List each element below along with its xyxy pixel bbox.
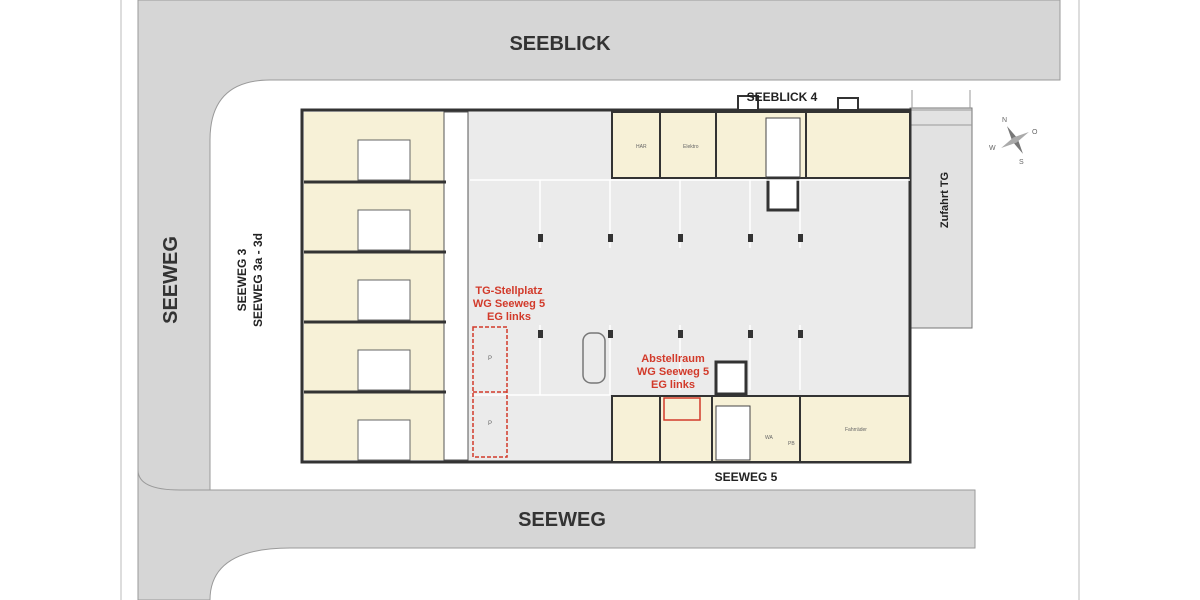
compass-w: W [989, 145, 996, 152]
address-seeweg-3a-3d: SEEWEG 3a - 3d [251, 233, 265, 327]
parking-note-line1: TG-Stellplatz [475, 285, 543, 297]
address-seeweg-3: SEEWEG 3 [235, 248, 249, 311]
road-label-seeweg-west: SEEWEG [160, 236, 182, 324]
compass-s: S [1019, 159, 1024, 166]
storage-note-line3: EG links [651, 379, 695, 391]
room-label-har: HAR [636, 144, 647, 150]
building [300, 95, 912, 464]
room-label-wa: WA [765, 435, 774, 441]
parking-label-p2: P [488, 421, 492, 427]
road-label-seeblick: SEEBLICK [509, 33, 611, 55]
room-label-elektro: Elektro [683, 144, 699, 150]
parking-label-p1: P [488, 356, 492, 362]
address-seeblick-4: SEEBLICK 4 [747, 90, 818, 104]
highlight-parking: P P [472, 326, 508, 458]
highlight-storage [663, 397, 701, 421]
car-icon [582, 332, 606, 384]
storage-note-line1: Abstellraum [641, 353, 705, 365]
room-label-fahrrad: Fahrräder [845, 427, 867, 433]
compass-icon: N O S W [989, 117, 1038, 166]
compass-n: N [1002, 117, 1007, 124]
label-zufahrt-tg: Zufahrt TG [939, 172, 951, 228]
road-label-seeweg-south: SEEWEG [518, 509, 606, 531]
road-seeweg-south [137, 469, 976, 600]
garage-ramp [909, 90, 973, 329]
parking-note-line2: WG Seeweg 5 [473, 298, 545, 310]
storage-note-line2: WG Seeweg 5 [637, 366, 709, 378]
road-seeblick [137, 0, 1061, 600]
parking-note-line3: EG links [487, 311, 531, 323]
address-seeweg-5: SEEWEG 5 [715, 470, 778, 484]
roads [137, 0, 1061, 600]
compass-o: O [1032, 129, 1038, 136]
room-label-pb: PB [788, 441, 795, 447]
